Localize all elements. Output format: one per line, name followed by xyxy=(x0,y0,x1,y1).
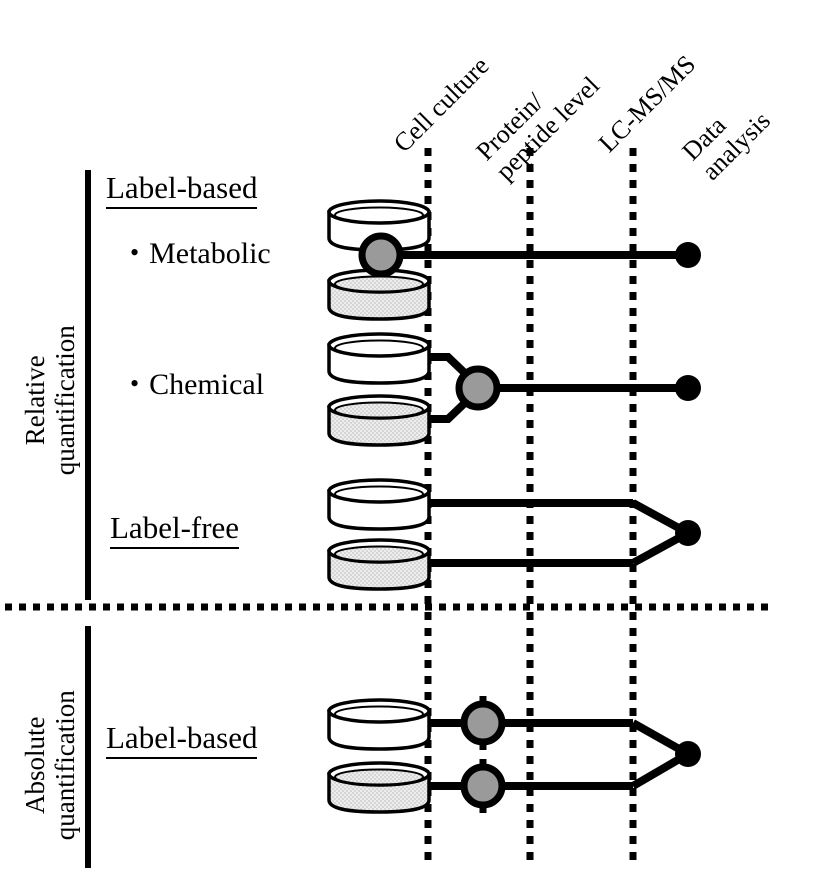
workflow-chemical xyxy=(327,332,701,447)
mixing-node-chemical xyxy=(455,365,501,411)
bullet-marker-chemical: • xyxy=(130,369,140,398)
spike-in-node-absolute-a xyxy=(460,700,506,746)
endpoint-node-chemical xyxy=(675,375,701,401)
petri-dish-chemical-sample-a xyxy=(327,332,431,385)
petri-dish-metabolic-sample-a xyxy=(327,199,431,252)
petri-dish-absolute-sample-b xyxy=(327,761,431,814)
petri-dish-metabolic-sample-b xyxy=(327,268,431,321)
chemical-flow-line-top xyxy=(428,353,473,381)
group-label-relative-label-based: Label-based xyxy=(106,170,258,209)
petri-dish-label-free-sample-b xyxy=(327,538,431,591)
group-label-relative-label-free: Label-free xyxy=(110,510,240,549)
petri-dish-chemical-sample-b xyxy=(327,394,431,447)
workflow-metabolic xyxy=(327,199,701,321)
bullet-label-chemical: Chemical xyxy=(149,368,265,401)
bullet-chemical: • Chemical xyxy=(130,368,264,402)
endpoint-node-absolute xyxy=(675,741,701,767)
chemical-flow-line-bottom xyxy=(428,395,473,423)
workflow-label-free xyxy=(327,478,701,591)
petri-dish-absolute-sample-a xyxy=(327,698,431,751)
endpoint-node-label-free xyxy=(675,520,701,546)
petri-dish-label-free-sample-a xyxy=(327,478,431,531)
bullet-metabolic: • Metabolic xyxy=(130,237,271,271)
bullet-marker-metabolic: • xyxy=(130,238,140,267)
spike-in-node-absolute-b xyxy=(460,763,506,809)
workflow-absolute-label-based xyxy=(327,696,701,814)
group-label-absolute-label-based: Label-based xyxy=(106,720,258,759)
endpoint-node-metabolic xyxy=(675,242,701,268)
mixing-node-metabolic xyxy=(358,232,404,278)
bullet-label-metabolic: Metabolic xyxy=(149,237,271,270)
